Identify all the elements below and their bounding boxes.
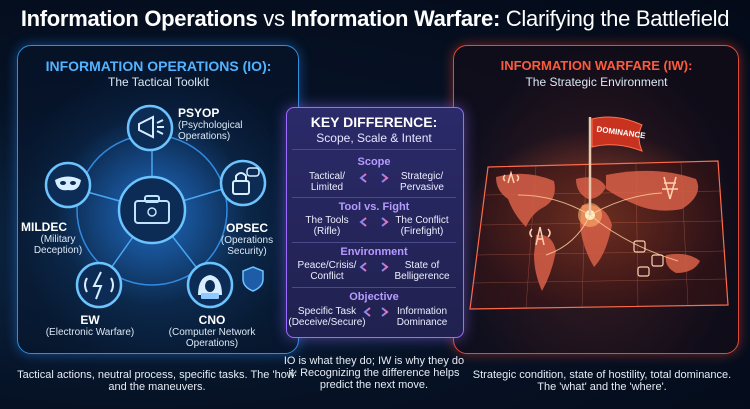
title-io: Information Operations [20,6,258,31]
chat-bubble-icon [246,167,260,177]
row-right-scope: Strategic/ Pervasive [400,171,444,193]
radio-tower-icon [529,226,551,246]
psyop-node [126,104,174,152]
divider [292,149,456,150]
ew-desc: (Electronic Warfare) [45,327,135,338]
divider [292,287,456,288]
lightning-tower-icon [84,271,114,300]
center-footer: IO is what they do; IW is why they do it… [283,355,465,391]
row-left-objective: Specific Task (Deceive/Secure) [288,306,366,328]
opsec-node [219,159,267,207]
opsec-desc: (Operations Security) [220,235,274,257]
key-difference-subtitle: Scope, Scale & Intent [316,131,432,145]
mildec-title: MILDEC [21,220,67,234]
iw-footer: Strategic condition, state of hostility,… [472,369,732,393]
opsec-title: OPSEC [225,221,268,235]
row-category-scope: Scope [357,156,391,168]
io-heading: INFORMATION OPERATIONS (IO): [45,58,272,74]
double-arrow-icon [359,217,389,227]
double-arrow-icon [363,307,389,317]
mask-icon [55,176,81,191]
divider [292,242,456,243]
power-tower-icon [662,176,678,200]
ew-node [75,261,123,309]
key-difference-title: KEY DIFFERENCE: [310,114,438,130]
hacker-icon [198,275,222,299]
psyop-title: PSYOP [178,106,220,120]
lock-icon [232,172,250,195]
title-iw: Information Warfare: [290,6,501,31]
row-right-tool: The Conflict (Firefight) [395,215,449,237]
row-category-environment: Environment [340,246,408,258]
iw-map-scene [466,116,729,310]
double-arrow-icon [359,173,389,183]
social-media-icons [633,240,664,277]
shield-icon [242,266,264,292]
mildec-node [44,161,92,209]
toolbox-hub [117,175,187,245]
iw-heading: INFORMATION WARFARE (IW): [500,58,693,73]
row-left-scope: Tactical/ Limited [308,171,346,193]
io-hub-diagram [44,104,267,309]
megaphone-icon [138,115,164,139]
flag-icon [588,116,643,215]
page-title: Information Operations vs Information Wa… [0,6,750,32]
cno-desc: (Computer Network Operations) [168,327,256,349]
iw-subheading: The Strategic Environment [525,75,668,89]
io-footer: Tactical actions, neutral process, speci… [17,369,297,393]
ew-title: EW [80,313,100,327]
row-left-tool: The Tools (Rifle) [305,215,349,237]
psyop-desc: (Psychological Operations) [178,120,243,142]
row-right-objective: Information Dominance [396,306,448,328]
io-subheading: The Tactical Toolkit [108,75,209,89]
row-right-environment: State of Belligerence [394,260,450,282]
row-category-tool: Tool vs. Fight [338,201,410,213]
divider [292,197,456,198]
row-category-objective: Objective [349,291,399,303]
title-tail: Clarifying the Battlefield [505,6,730,31]
antenna-icon [502,170,520,184]
row-left-environment: Peace/Crisis/ Conflict [297,260,357,282]
title-vs: vs [263,6,285,31]
cno-title: CNO [198,313,226,327]
mildec-desc: (Military Deception) [33,234,83,256]
comparison-arrows [359,173,389,317]
double-arrow-icon [359,262,389,272]
cno-node [186,261,234,309]
